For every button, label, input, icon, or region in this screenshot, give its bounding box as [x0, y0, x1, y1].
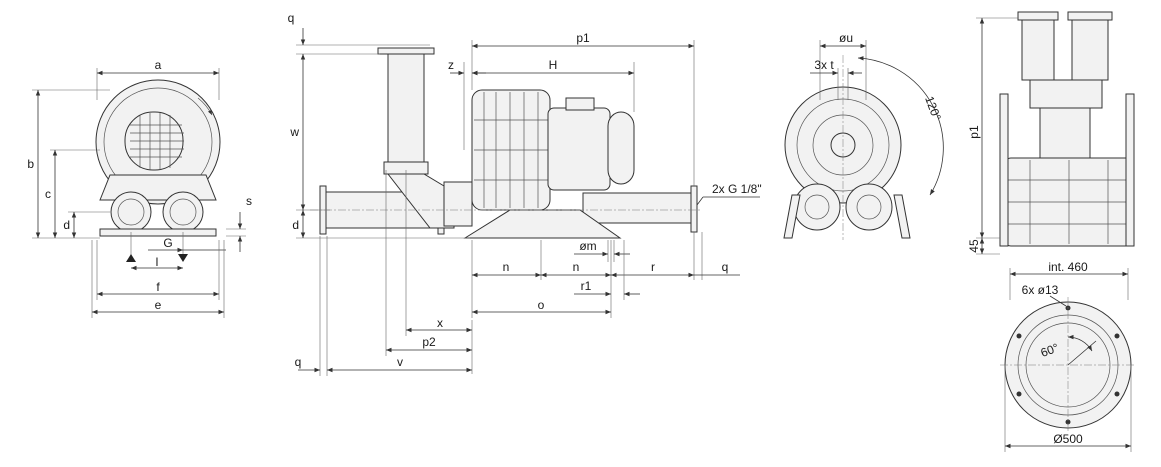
- flange-bolt-holes: [1016, 305, 1120, 425]
- outlet-arrow-icon: [178, 254, 188, 262]
- label-p2: p2: [422, 335, 436, 349]
- label-thread: 2x G 1/8": [712, 182, 762, 196]
- label-r: r: [651, 260, 655, 274]
- label-z: z: [448, 58, 454, 72]
- label-q-bottom: q: [295, 355, 302, 369]
- label-w: w: [289, 125, 299, 139]
- pipework-side: [319, 47, 473, 235]
- label-angle-120: 120°: [922, 94, 944, 122]
- label-o: o: [538, 298, 545, 312]
- label-q-top: q: [288, 11, 295, 25]
- right-view: p1 45 int. 460: [967, 11, 1135, 300]
- label-p1: p1: [576, 31, 590, 45]
- label-diameter-500: Ø500: [1053, 432, 1083, 446]
- blower-housing-end: [783, 55, 911, 240]
- label-n-1: n: [503, 260, 510, 274]
- label-n-2: n: [573, 260, 580, 274]
- label-H: H: [549, 58, 558, 72]
- label-d: d: [63, 218, 70, 232]
- label-int-460: int. 460: [1048, 260, 1088, 274]
- blower-housing-front: [95, 79, 221, 237]
- label-c: c: [45, 187, 51, 201]
- label-holes: 6x ø13: [1022, 283, 1059, 297]
- label-l: l: [156, 255, 159, 269]
- blower-front-right: [999, 11, 1135, 247]
- label-angle-60: 60°: [1039, 340, 1061, 359]
- label-a: a: [155, 58, 162, 72]
- end-view: øu 3x t 120°: [783, 31, 944, 240]
- label-s: s: [246, 194, 252, 208]
- label-45: 45: [967, 239, 981, 253]
- front-view: a b c d s G l f: [27, 58, 252, 318]
- label-om: øm: [579, 239, 596, 253]
- label-ou: øu: [839, 31, 853, 45]
- label-p1-right: p1: [967, 125, 981, 139]
- label-r1: r1: [581, 279, 592, 293]
- side-view: q w d z H p1 2x G 1/8" øm: [288, 11, 762, 376]
- label-x: x: [437, 316, 443, 330]
- label-v: v: [397, 355, 403, 369]
- inlet-arrow-icon: [126, 254, 136, 262]
- label-b: b: [27, 157, 34, 171]
- label-t: 3x t: [814, 58, 834, 72]
- label-e: e: [155, 298, 162, 312]
- blower-body-side: [463, 89, 698, 239]
- label-q-right: q: [722, 260, 729, 274]
- label-G: G: [163, 236, 172, 250]
- label-d-side: d: [292, 218, 299, 232]
- label-f: f: [156, 280, 160, 294]
- flange-view: 6x ø13 60° Ø500: [1000, 283, 1136, 452]
